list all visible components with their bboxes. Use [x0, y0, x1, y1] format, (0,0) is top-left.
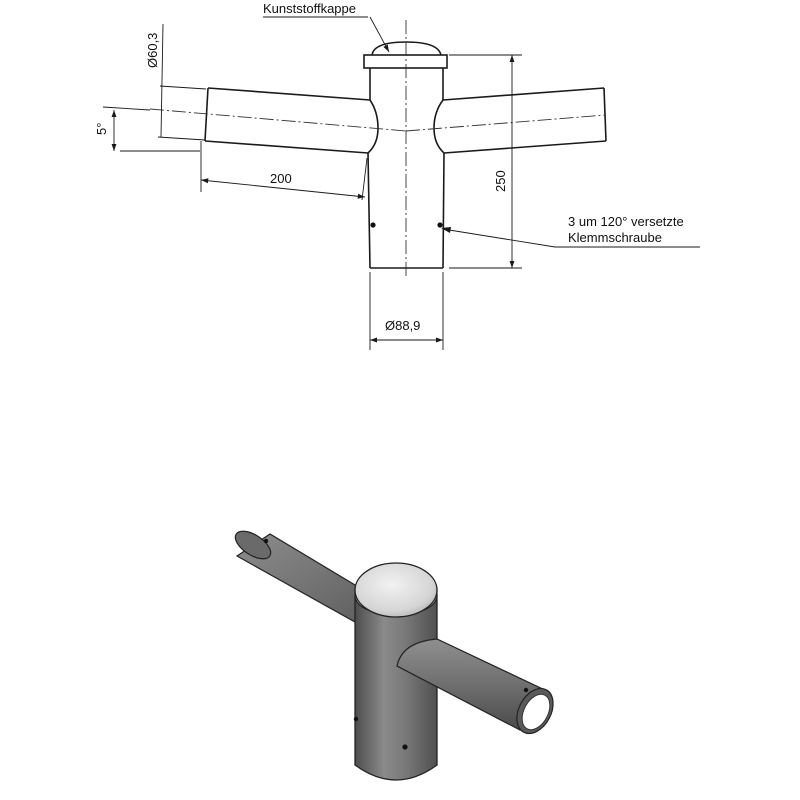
- left-arm-centerline: [149, 108, 407, 132]
- left-arm: [204, 87, 379, 154]
- render-vertical-pipe: [353, 595, 438, 781]
- arm-diameter-dimension: Ø60,3: [145, 23, 207, 141]
- isometric-render: [234, 530, 554, 781]
- arm-length-label: 200: [270, 171, 292, 186]
- pipe-diameter-label: Ø88,9: [385, 318, 420, 333]
- screw-callout: 3 um 120° versetzte Klemmschraube: [441, 214, 700, 248]
- screw-label-line1: 3 um 120° versetzte: [568, 214, 684, 229]
- cap-callout: Kunststoffkappe: [263, 1, 390, 53]
- render-cap: [354, 562, 438, 618]
- screw-label-line2: Klemmschraube: [568, 230, 662, 245]
- height-label: 250: [493, 170, 508, 192]
- angle-label: 5°: [94, 123, 109, 135]
- arm-length-dimension: 200: [200, 141, 368, 201]
- right-arm-centerline: [405, 114, 607, 132]
- clamp-screws: [370, 222, 443, 228]
- height-dimension: 250: [449, 54, 522, 269]
- main-pipe: [367, 68, 445, 269]
- render-front-arm: [396, 638, 554, 735]
- elevation-view: Ø60,3 5° 200 250 Kunststoffkappe: [94, 1, 700, 350]
- cap-label: Kunststoffkappe: [263, 1, 356, 16]
- arm-diameter-label: Ø60,3: [145, 33, 160, 68]
- angle-dimension: 5°: [94, 106, 151, 151]
- pipe-diameter-dimension: Ø88,9: [369, 272, 444, 350]
- right-arm: [433, 87, 607, 154]
- plastic-cap: [363, 41, 448, 69]
